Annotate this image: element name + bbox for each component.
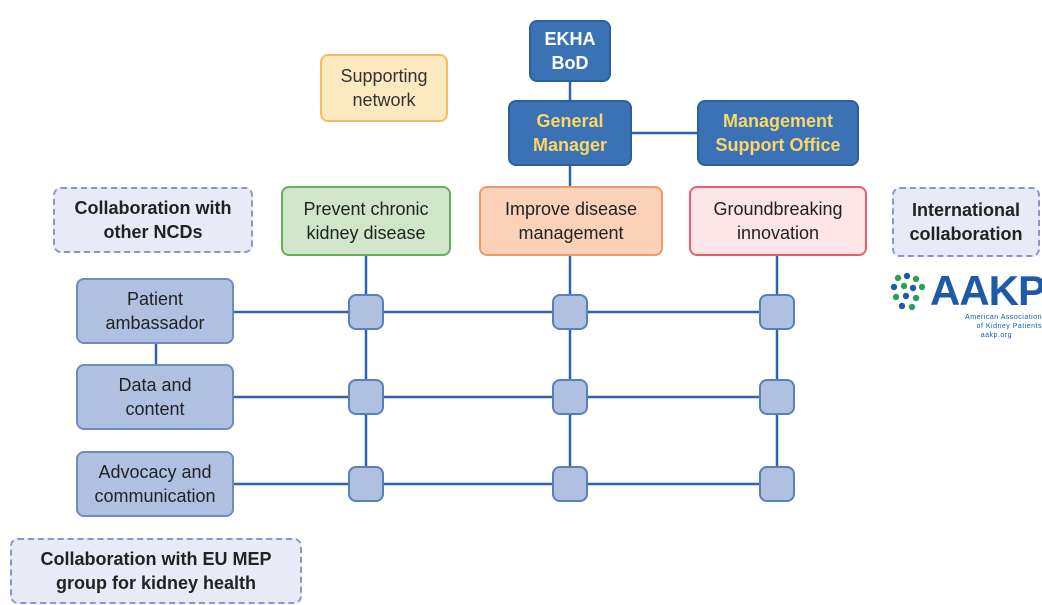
- supporting-network-box: Supporting network: [320, 54, 448, 122]
- pillar-improve-box: Improve disease management: [479, 186, 663, 256]
- aakp-tagline-2: of Kidney Patients: [976, 323, 1042, 330]
- grid-node: [348, 379, 384, 415]
- pillar-innovation-box: Groundbreaking innovation: [689, 186, 867, 256]
- ekha-bod-box: EKHA BoD: [529, 20, 611, 82]
- team-patient-ambassador-box: Patient ambassador: [76, 278, 234, 344]
- grid-node: [552, 294, 588, 330]
- grid-node: [348, 466, 384, 502]
- collab-ncd-box: Collaboration with other NCDs: [53, 187, 253, 253]
- grid-node: [348, 294, 384, 330]
- aakp-dots-icon: [890, 272, 926, 311]
- aakp-tagline-3: aakp.org: [980, 332, 1012, 339]
- team-data-content-box: Data and content: [76, 364, 234, 430]
- collab-eu-mep-box: Collaboration with EU MEP group for kidn…: [10, 538, 302, 604]
- grid-node: [759, 294, 795, 330]
- grid-node: [552, 466, 588, 502]
- grid-node: [759, 466, 795, 502]
- general-manager-box: General Manager: [508, 100, 632, 166]
- grid-node: [759, 379, 795, 415]
- collab-international-box: International collaboration: [892, 187, 1040, 257]
- grid-node: [552, 379, 588, 415]
- aakp-wordmark: AAKP: [930, 267, 1042, 314]
- team-advocacy-box: Advocacy and communication: [76, 451, 234, 517]
- pillar-prevent-box: Prevent chronic kidney disease: [281, 186, 451, 256]
- aakp-tagline-1: American Association: [965, 314, 1042, 321]
- aakp-logo: AAKP American Association of Kidney Pati…: [886, 268, 1042, 348]
- management-support-office-box: Management Support Office: [697, 100, 859, 166]
